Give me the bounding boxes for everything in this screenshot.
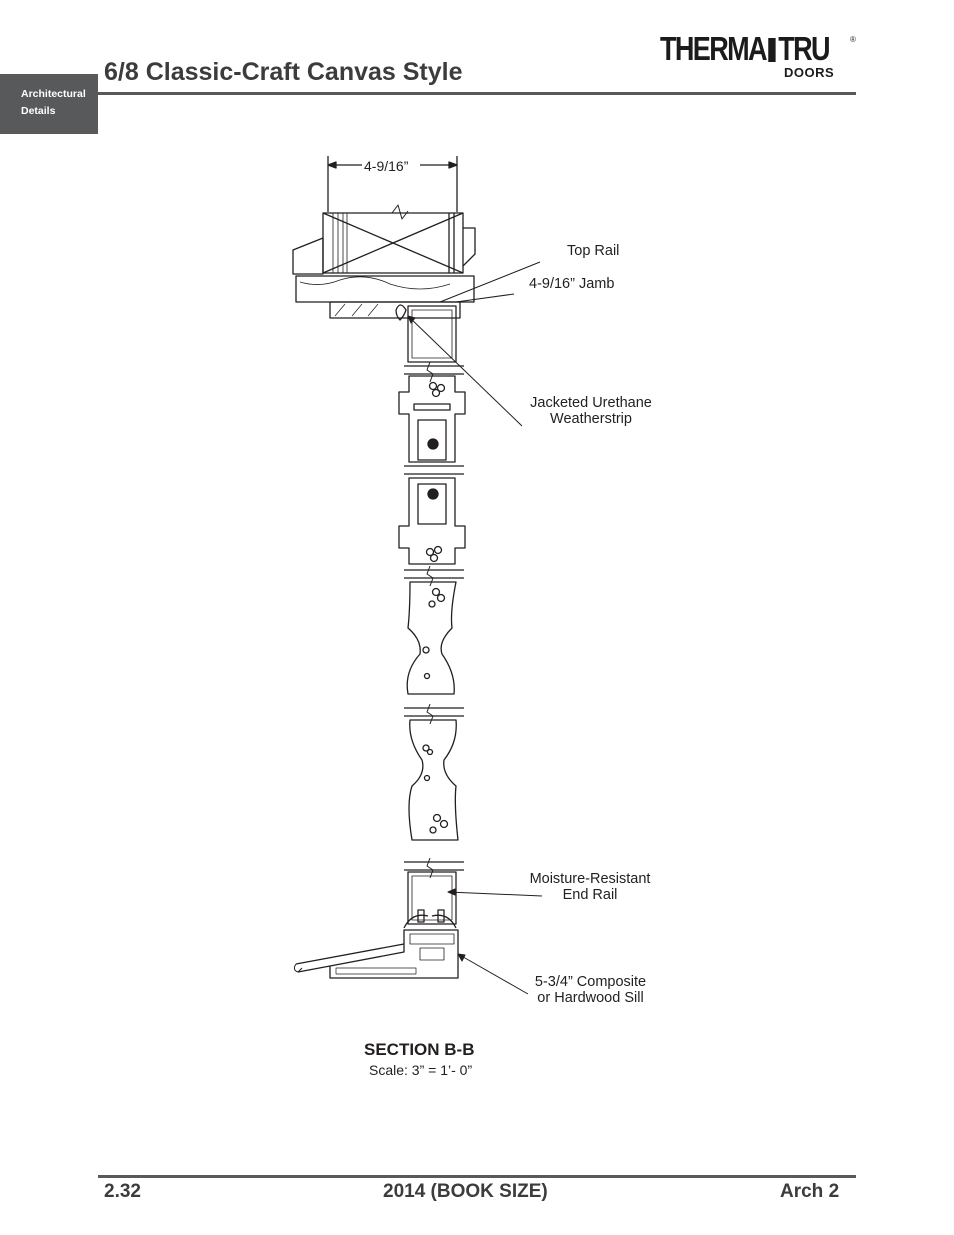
sill	[293, 929, 459, 979]
section-title: SECTION B-B	[364, 1040, 475, 1059]
callout-sill: 5-3/4” Composite or Hardwood Sill	[527, 974, 654, 1006]
callout-sill-line1: 5-3/4” Composite	[534, 974, 647, 990]
dimension-label: 4-9/16”	[364, 158, 409, 174]
callout-end-rail-line2: End Rail	[562, 887, 618, 903]
header-framing	[292, 204, 476, 319]
tab-label-line2: Details	[21, 105, 56, 117]
section-tab: Architectural Details	[0, 74, 98, 134]
header-rule	[98, 92, 856, 95]
top-rail	[395, 304, 457, 363]
callout-top-rail: Top Rail	[567, 243, 620, 259]
callout-end-rail: Moisture-Resistant End Rail	[525, 871, 655, 903]
tab-label-line1: Architectural	[21, 88, 86, 100]
dimension-line	[327, 156, 458, 212]
callout-weatherstrip-line2: Weatherstrip	[550, 411, 632, 427]
door-profile	[398, 361, 466, 879]
callout-leaders	[407, 261, 543, 995]
callout-sill-line2: or Hardwood Sill	[537, 990, 644, 1006]
callout-weatherstrip-line1: Jacketed Urethane	[530, 395, 652, 411]
section-scale: Scale: 3” = 1’- 0”	[369, 1062, 473, 1078]
logo-doors-text: DOORS	[784, 65, 835, 80]
footer-rule	[98, 1175, 856, 1178]
footer-page-number: 2.32	[104, 1181, 141, 1202]
logo-registered-mark: ®	[850, 35, 856, 44]
page-title: 6/8 Classic-Craft Canvas Style	[104, 58, 463, 86]
callout-jamb: 4-9/16” Jamb	[529, 276, 615, 292]
footer-section: Arch 2	[780, 1181, 840, 1202]
callout-end-rail-line1: Moisture-Resistant	[529, 871, 651, 887]
end-rail	[403, 871, 457, 929]
footer-edition: 2014 (BOOK SIZE)	[383, 1181, 548, 1202]
callout-weatherstrip: Jacketed Urethane Weatherstrip	[526, 395, 656, 427]
